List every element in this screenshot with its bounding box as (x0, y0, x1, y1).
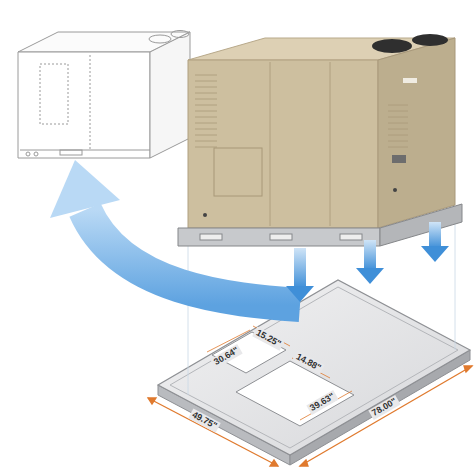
old-unit-outline (18, 31, 190, 159)
new-rooftop-unit (178, 34, 462, 246)
down-arrows (286, 222, 449, 302)
dimension-lines (148, 326, 472, 466)
